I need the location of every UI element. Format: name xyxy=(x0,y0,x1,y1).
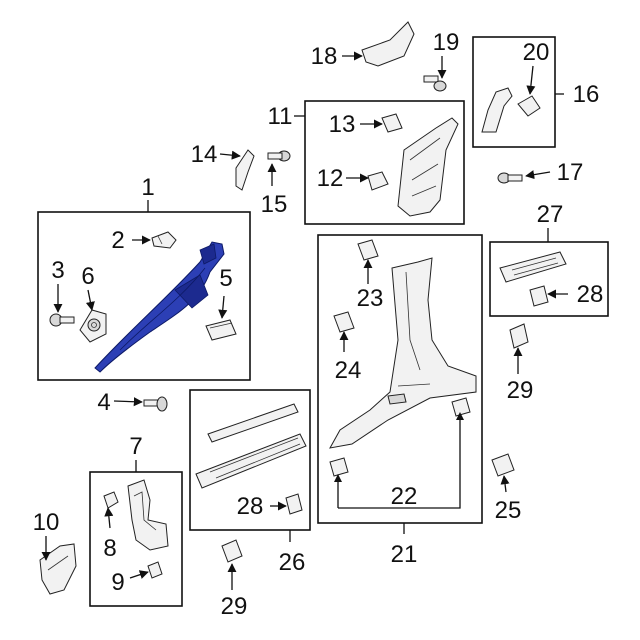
callout-29-lower: 29 xyxy=(221,593,248,620)
a-pillar-trim-part-1 xyxy=(94,241,225,373)
callout-19: 19 xyxy=(433,29,460,56)
callout-28-upper: 28 xyxy=(577,281,604,308)
callout-1: 1 xyxy=(141,174,154,201)
scuff-insert-part-27 xyxy=(499,251,567,283)
clip-part-12 xyxy=(367,171,389,191)
callout-25: 25 xyxy=(495,497,522,524)
grommet-part-6 xyxy=(79,309,107,343)
callout-17: 17 xyxy=(557,159,584,186)
callout-7: 7 xyxy=(129,433,142,460)
callout-14: 14 xyxy=(191,141,218,168)
cap-part-5 xyxy=(205,319,237,341)
leader-22 xyxy=(337,418,461,509)
clip-part-23 xyxy=(357,239,379,261)
lower-trim-part-21 xyxy=(329,257,477,449)
group-box-26 xyxy=(189,389,311,531)
upper-trim-part-11 xyxy=(397,117,459,217)
callout-2: 2 xyxy=(111,227,124,254)
callout-21: 21 xyxy=(391,541,418,568)
leader-6 xyxy=(85,289,95,311)
callout-12: 12 xyxy=(317,165,344,192)
leader-14 xyxy=(219,150,241,160)
callout-27: 27 xyxy=(537,201,564,228)
screw-part-3 xyxy=(49,313,75,327)
callout-29-right: 29 xyxy=(507,377,534,404)
callout-10: 10 xyxy=(33,509,60,536)
clip-part-2 xyxy=(151,231,177,249)
clip-part-24 xyxy=(333,311,355,333)
callout-9: 9 xyxy=(111,569,124,596)
leader-4 xyxy=(113,397,143,407)
clip-part-8 xyxy=(103,491,119,509)
clip-part-20 xyxy=(517,95,541,117)
bracket-part-18 xyxy=(361,21,415,67)
bolt-part-15 xyxy=(267,150,291,162)
clip-part-13 xyxy=(381,113,403,133)
grab-handle-part-16 xyxy=(481,87,513,133)
callout-20: 20 xyxy=(523,39,550,66)
callout-28-lower: 28 xyxy=(237,493,264,520)
callout-5: 5 xyxy=(219,265,232,292)
callout-24: 24 xyxy=(335,357,362,384)
leader-20 xyxy=(526,65,536,95)
callout-26: 26 xyxy=(279,549,306,576)
callout-13: 13 xyxy=(329,111,356,138)
clip-part-25 xyxy=(491,453,515,477)
clip-part-22 xyxy=(329,397,471,477)
trim-panel-part-7 xyxy=(127,479,169,551)
leader-25 xyxy=(500,475,510,493)
clip-part-29-lower xyxy=(221,539,243,563)
callout-11: 11 xyxy=(268,103,293,130)
leader-8 xyxy=(104,507,114,529)
clip-part-28-upper xyxy=(529,285,549,307)
callout-6: 6 xyxy=(81,263,94,290)
group-box-27 xyxy=(489,241,609,317)
scuff-plate-part-26 xyxy=(195,403,307,489)
clip-part-29-right xyxy=(509,323,529,349)
group-box-1 xyxy=(37,211,251,381)
callout-15: 15 xyxy=(261,191,288,218)
bolt-part-19 xyxy=(423,75,447,92)
bolt-part-17 xyxy=(497,172,523,184)
clip-part-9 xyxy=(147,561,163,579)
bracket-part-14 xyxy=(235,149,255,191)
leader-17 xyxy=(525,170,551,180)
bolt-part-4 xyxy=(143,396,168,412)
callout-16: 16 xyxy=(573,81,600,108)
leader-9 xyxy=(129,570,149,579)
callout-3: 3 xyxy=(51,257,64,284)
clip-part-28-lower xyxy=(285,493,303,515)
group-box-11 xyxy=(304,100,465,225)
leader-5 xyxy=(218,295,228,319)
group-box-16 xyxy=(472,36,556,148)
callout-4: 4 xyxy=(97,389,110,416)
callout-8: 8 xyxy=(103,535,116,562)
callout-18: 18 xyxy=(311,43,338,70)
group-box-21 xyxy=(317,234,483,524)
callout-22: 22 xyxy=(391,483,418,510)
callout-23: 23 xyxy=(357,285,384,312)
